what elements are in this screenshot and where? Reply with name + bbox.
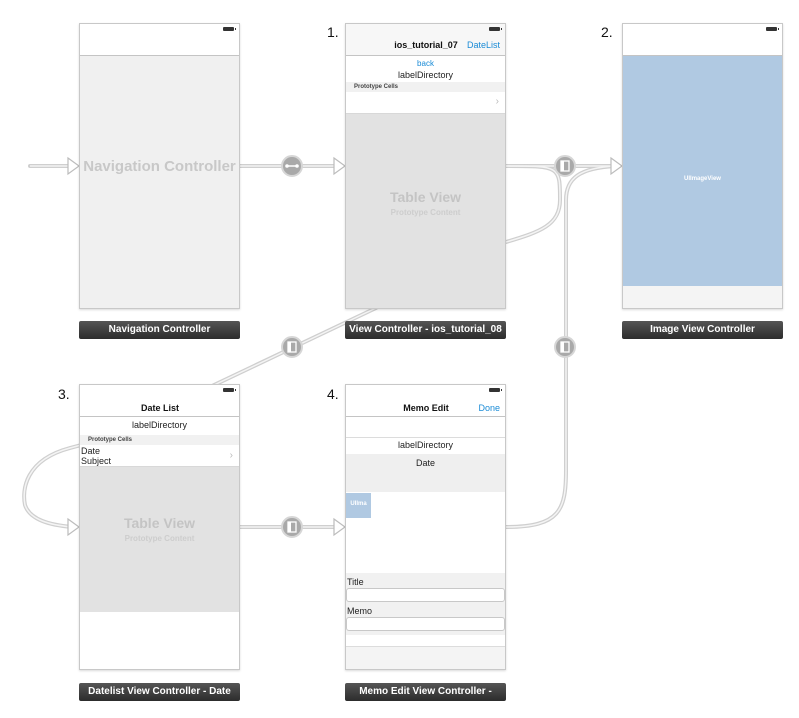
title-label: Title <box>347 577 364 587</box>
title-text-field[interactable] <box>346 588 505 602</box>
view-controller-scene[interactable]: ios_tutorial_07 DateList back labelDirec… <box>345 23 506 309</box>
image-view-label: UIImageView <box>684 176 721 182</box>
segue-badges <box>281 155 576 538</box>
image-view-controller-caption[interactable]: Image View Controller <box>622 321 783 339</box>
prototype-cells-header: Prototype Cells <box>346 82 505 92</box>
datelist-bar-button[interactable]: DateList <box>466 40 500 50</box>
navigation-controller-caption[interactable]: Navigation Controller <box>79 321 240 339</box>
scene-number-1: 1. <box>327 24 339 40</box>
navigation-bar <box>623 24 782 56</box>
back-button[interactable]: back <box>417 59 434 68</box>
navigation-bar <box>80 24 239 56</box>
table-view-subtitle: Prototype Content <box>124 534 195 543</box>
table-view-title: Table View <box>389 189 462 205</box>
memo-text-field[interactable] <box>346 617 505 631</box>
memo-label: Memo <box>347 606 373 616</box>
nav-title: ios_tutorial_07 <box>394 40 458 50</box>
scene-number-3: 3. <box>58 386 70 402</box>
nav-title: Date List <box>140 403 179 413</box>
push-segue-badge-datelist <box>281 336 303 358</box>
arrowhead-vc <box>333 156 347 176</box>
push-segue-badge-memo <box>281 516 303 538</box>
label-directory: labelDirectory <box>397 70 454 80</box>
chevron-right-icon: › <box>495 96 499 107</box>
prototype-cells-header: Prototype Cells <box>80 435 239 445</box>
navigation-bar: Date List <box>80 385 239 417</box>
battery-icon <box>489 388 502 392</box>
battery-icon <box>766 27 779 31</box>
image-view[interactable]: UIImageView <box>623 56 782 286</box>
scene-number-4: 4. <box>327 386 339 402</box>
table-view[interactable]: Table View Prototype Content <box>346 114 505 308</box>
label-directory: labelDirectory <box>131 420 188 430</box>
segue-vc-loop-line <box>504 164 563 244</box>
arrowhead-memo <box>333 517 347 537</box>
label-directory: labelDirectory <box>346 437 505 454</box>
arrowhead-datelist <box>67 517 81 537</box>
bottom-toolbar <box>346 646 505 669</box>
battery-icon <box>223 388 236 392</box>
view-controller-caption[interactable]: View Controller - ios_tutorial_08 <box>345 321 506 339</box>
battery-icon <box>223 27 236 31</box>
navigation-controller-body-label: Navigation Controller <box>83 158 236 175</box>
nav-title: Memo Edit <box>403 403 449 413</box>
done-bar-button[interactable]: Done <box>478 403 500 413</box>
arrowhead-nav <box>67 156 81 176</box>
navigation-controller-scene[interactable]: Navigation Controller <box>79 23 240 309</box>
scene-number-2: 2. <box>601 24 613 40</box>
push-segue-badge-image <box>554 155 576 177</box>
table-view-subtitle: Prototype Content <box>390 208 461 217</box>
cell-date-label: Date <box>81 446 101 456</box>
table-view[interactable]: Table View Prototype Content <box>80 467 239 612</box>
battery-icon <box>489 27 502 31</box>
prototype-cell[interactable]: Date Subject › <box>80 445 239 467</box>
cell-subject-label: Subject <box>81 456 112 466</box>
table-view-title: Table View <box>123 515 196 531</box>
datelist-view-controller-scene[interactable]: Date List labelDirectory Prototype Cells… <box>79 384 240 670</box>
date-label: Date <box>346 454 505 492</box>
prototype-cell[interactable]: › <box>346 92 505 114</box>
arrowhead-image <box>610 156 624 176</box>
chevron-right-icon: › <box>229 450 233 461</box>
memo-edit-view-controller-scene[interactable]: Memo Edit Done labelDirectory Date UIIma… <box>345 384 506 670</box>
memo-edit-view-controller-caption[interactable]: Memo Edit View Controller - <box>345 683 506 701</box>
navigation-bar: Memo Edit Done <box>346 385 505 417</box>
datelist-view-controller-caption[interactable]: Datelist View Controller - Date <box>79 683 240 701</box>
image-view-controller-scene[interactable]: UIImageView <box>622 23 783 309</box>
navigation-bar: ios_tutorial_07 DateList <box>346 24 505 56</box>
thumbnail-image-view[interactable]: UIIma <box>346 493 371 518</box>
form-area: Title Memo <box>346 573 505 635</box>
push-segue-badge-memo-image <box>554 336 576 358</box>
